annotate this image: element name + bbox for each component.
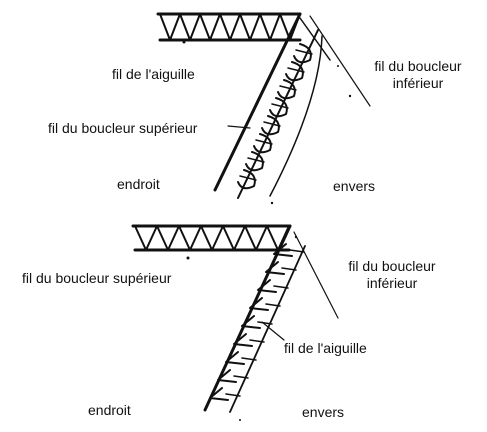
label-lower-looper-2: fil du boucleur inférieur (332, 258, 452, 292)
cross-threads-1 (239, 49, 313, 181)
seam-edge-1 (213, 12, 302, 192)
seam-edge-4 (229, 245, 306, 413)
label-lower-looper-1: fil du boucleur inférieur (368, 58, 468, 92)
looper-loops-1 (237, 43, 312, 190)
label-upper-looper-2: fil du boucleur supérieur (22, 270, 172, 286)
label-right-side-1: endroit (117, 176, 160, 192)
looper-hooks-2 (209, 243, 293, 401)
label-upper-looper-1: fil du boucleur supérieur (48, 120, 198, 136)
label-lower-looper-2-line2: inférieur (366, 275, 418, 291)
cross-threads-2 (225, 249, 305, 397)
label-wrong-side-1: envers (333, 178, 376, 194)
top-stitch-zigzag (159, 13, 301, 41)
bottom-stitch-zigzag (134, 225, 290, 251)
label-lower-looper-1-line2: inférieur (392, 75, 444, 91)
label-wrong-side-2: envers (302, 404, 345, 420)
label-lower-looper-1-line1: fil du boucleur (374, 58, 462, 74)
leader-lower-looper-2 (293, 231, 339, 319)
label-lower-looper-2-line1: fil du boucleur (348, 258, 436, 274)
lower-looper-thread-1 (269, 35, 323, 197)
leader-needle-2 (261, 321, 285, 341)
leader-lower-looper-1 (309, 15, 371, 107)
leader-upper-looper-1 (227, 125, 251, 129)
label-needle-thread-2: fil de l'aiguille (284, 340, 367, 356)
label-right-side-2: endroit (88, 402, 131, 418)
label-needle-thread-1: fil de l'aiguille (112, 66, 195, 82)
